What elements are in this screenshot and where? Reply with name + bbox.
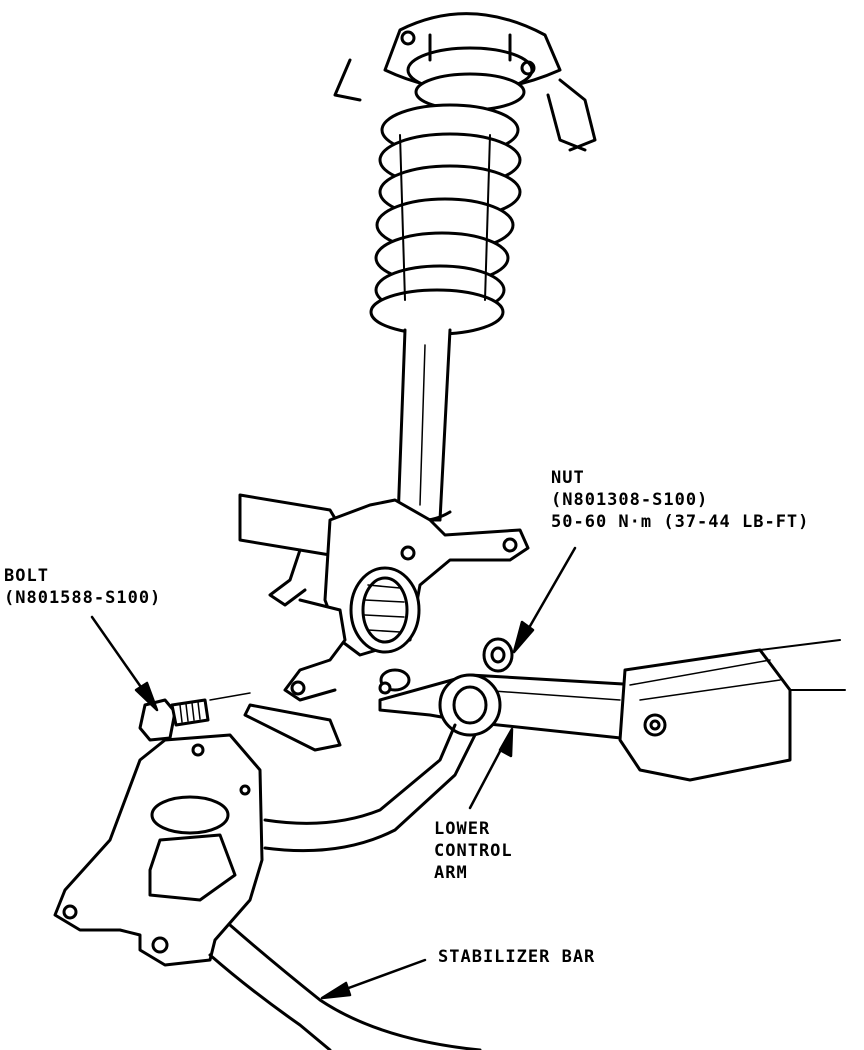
stabilizer-bar-label: STABILIZER BAR xyxy=(438,947,596,967)
bolt-callout: BOLT (N801588-S100) xyxy=(4,565,161,609)
lower-control-arm-line2: CONTROL xyxy=(434,841,513,861)
nut-torque-spec: 50-60 N·m (37-44 LB-FT) xyxy=(551,512,810,532)
lower-control-arm-line3: ARM xyxy=(434,863,468,883)
ball-joint-nut xyxy=(378,637,514,695)
steering-knuckle xyxy=(238,493,530,752)
lower-control-arm xyxy=(378,639,846,782)
strut-tube xyxy=(383,328,452,522)
stabilizer-bar-callout: STABILIZER BAR xyxy=(438,946,595,968)
lower-control-arm-callout: LOWER CONTROL ARM xyxy=(434,818,513,884)
strut-top-mount xyxy=(333,12,597,152)
nut-part-number: (N801308-S100) xyxy=(551,490,709,510)
frame-bracket xyxy=(53,733,264,967)
bolt-part xyxy=(138,692,251,742)
lower-control-arm-line1: LOWER xyxy=(434,819,491,839)
leader-arrows xyxy=(90,546,577,1000)
bolt-label: BOLT xyxy=(4,566,49,586)
bolt-part-number: (N801588-S100) xyxy=(4,588,162,608)
nut-callout: NUT (N801308-S100) 50-60 N·m (37-44 LB-F… xyxy=(551,467,809,533)
nut-label: NUT xyxy=(551,468,585,488)
coil-spring xyxy=(369,103,522,336)
stabilizer-bar-part xyxy=(208,723,482,1050)
